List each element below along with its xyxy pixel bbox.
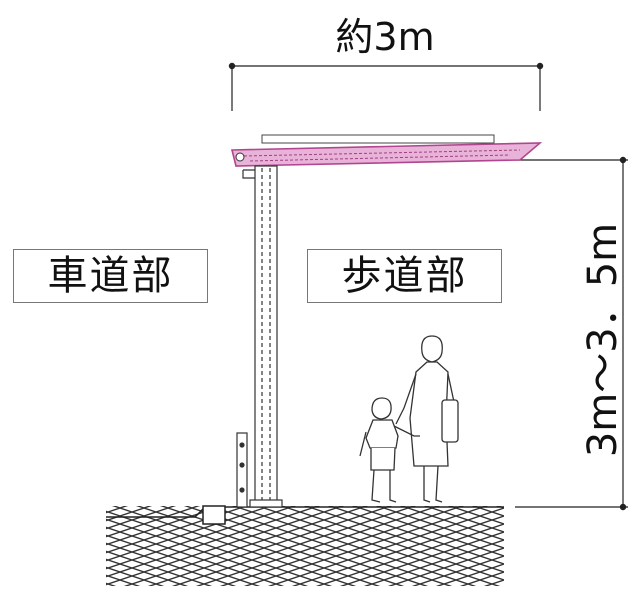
pedestrian-child-icon — [359, 397, 420, 503]
support-column — [242, 165, 283, 508]
bollard-icon — [236, 432, 248, 508]
width-dimension-label: 約3m — [335, 15, 435, 59]
curb-stone — [202, 505, 226, 525]
sidewalk-area-label: 歩道部 — [307, 249, 502, 303]
width-dimension-line — [228, 62, 544, 111]
canopy-roof — [230, 134, 543, 167]
ground-section — [106, 505, 504, 586]
height-dimension-line — [515, 156, 628, 511]
pedestrian-woman-icon — [395, 335, 459, 503]
road-area-label: 車道部 — [13, 249, 208, 303]
height-dimension-label: 3m～3．5m — [580, 222, 626, 458]
